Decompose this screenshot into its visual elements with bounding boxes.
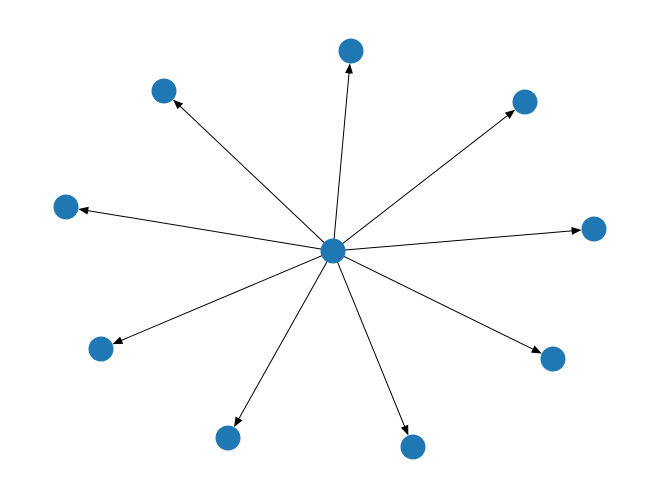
leaf-node — [400, 434, 426, 460]
edge — [332, 250, 409, 436]
leaf-node — [338, 38, 364, 64]
edge — [173, 99, 334, 252]
hub-node — [320, 238, 346, 264]
edge — [234, 250, 334, 428]
edge — [332, 63, 353, 252]
edge — [332, 226, 582, 252]
leaf-node — [88, 336, 114, 362]
edges-layer — [78, 63, 582, 436]
leaf-node — [53, 194, 79, 220]
edge — [78, 206, 334, 252]
leaf-node — [151, 78, 177, 104]
edge — [112, 250, 334, 345]
leaf-node — [581, 216, 607, 242]
leaf-node — [512, 89, 538, 115]
leaf-node — [215, 425, 241, 451]
leaf-node — [540, 346, 566, 372]
edge — [332, 109, 516, 252]
edge — [332, 250, 542, 354]
nodes-layer — [53, 38, 607, 460]
